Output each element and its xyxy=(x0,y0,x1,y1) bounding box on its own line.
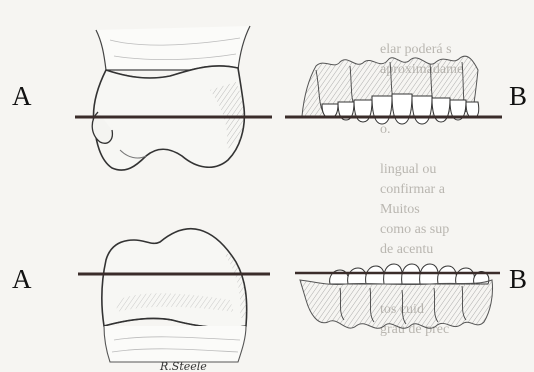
label-b-top: B xyxy=(509,83,527,110)
artist-signature: R.Steele xyxy=(159,360,207,372)
label-a-top: A xyxy=(12,83,32,110)
label-b-bottom: B xyxy=(509,266,527,293)
upper-molar-illustration xyxy=(92,26,250,170)
lower-molar-illustration: R.Steele xyxy=(102,229,247,372)
upper-dental-arch-illustration xyxy=(302,56,479,124)
label-a-bottom: A xyxy=(12,266,32,293)
lower-molar-root xyxy=(104,326,246,362)
lower-molar-crown xyxy=(102,229,247,328)
upper-molar-root xyxy=(96,26,250,70)
lower-gingiva xyxy=(300,280,493,328)
